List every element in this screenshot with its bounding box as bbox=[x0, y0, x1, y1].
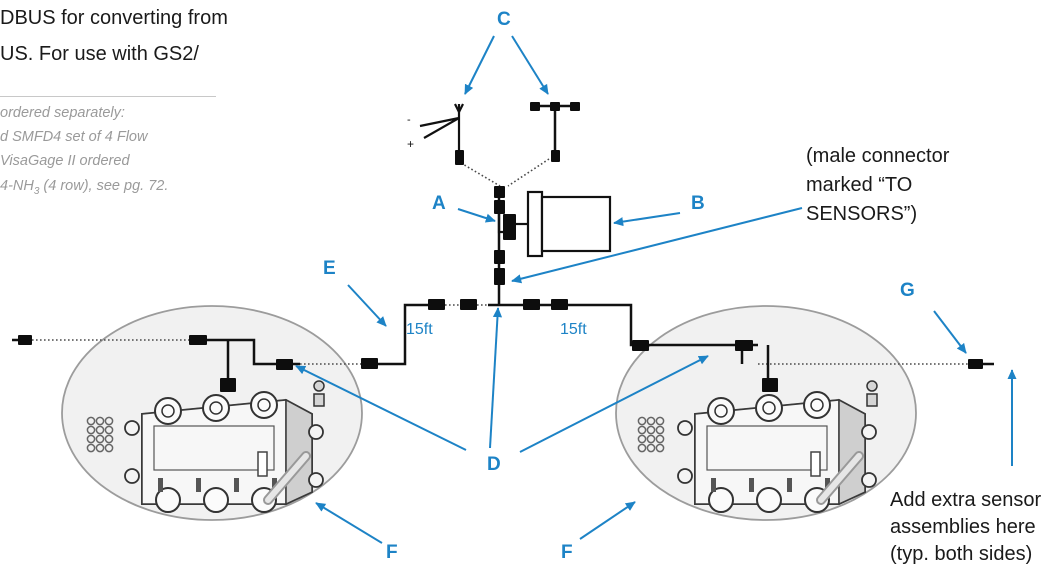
pigtail-connector bbox=[419, 103, 464, 150]
svg-text:+: + bbox=[407, 137, 414, 151]
callout-b: B bbox=[691, 193, 705, 214]
note-line-1: ordered separately: bbox=[0, 105, 125, 121]
callout-d: D bbox=[487, 454, 501, 475]
callout-arrows bbox=[295, 35, 1017, 544]
note-line-4-text: 4-NH bbox=[0, 178, 34, 194]
intro-line-2: US. For use with GS2/ bbox=[0, 43, 199, 65]
intro-divider bbox=[0, 96, 216, 97]
callout-e: E bbox=[323, 258, 336, 279]
callout-g: G bbox=[900, 280, 915, 301]
connector-note-line-2: marked “TO bbox=[806, 174, 913, 196]
connector-note-line-3: SENSORS”) bbox=[806, 203, 918, 225]
extra-note-line-2: assemblies here bbox=[890, 516, 1036, 538]
note-line-4-subscript: 3 bbox=[33, 185, 40, 197]
intro-line-1: DBUS for converting from bbox=[0, 7, 228, 29]
terminator-tee bbox=[536, 104, 574, 150]
callout-a: A bbox=[432, 193, 446, 214]
cable-length-right: 15ft bbox=[560, 321, 587, 338]
module-b bbox=[526, 190, 612, 258]
extra-note-line-1: Add extra sensor bbox=[890, 489, 1042, 511]
callout-f-right: F bbox=[561, 542, 573, 563]
extra-note-line-3: (typ. both sides) bbox=[890, 543, 1033, 565]
note-line-4-rest: (4 row), see pg. 72. bbox=[39, 178, 169, 194]
svg-text:-: - bbox=[407, 114, 411, 126]
callout-c: C bbox=[497, 9, 511, 30]
callout-f-left: F bbox=[386, 542, 398, 563]
connector-note-line-1: (male connector bbox=[806, 145, 950, 167]
note-line-3: VisaGage II ordered bbox=[0, 153, 130, 169]
cable-length-left: 15ft bbox=[406, 321, 433, 338]
note-line-4: 4-NH3 (4 row), see pg. 72. bbox=[0, 174, 168, 204]
connectors bbox=[18, 102, 983, 392]
note-line-2: d SMFD4 set of 4 Flow bbox=[0, 129, 148, 145]
